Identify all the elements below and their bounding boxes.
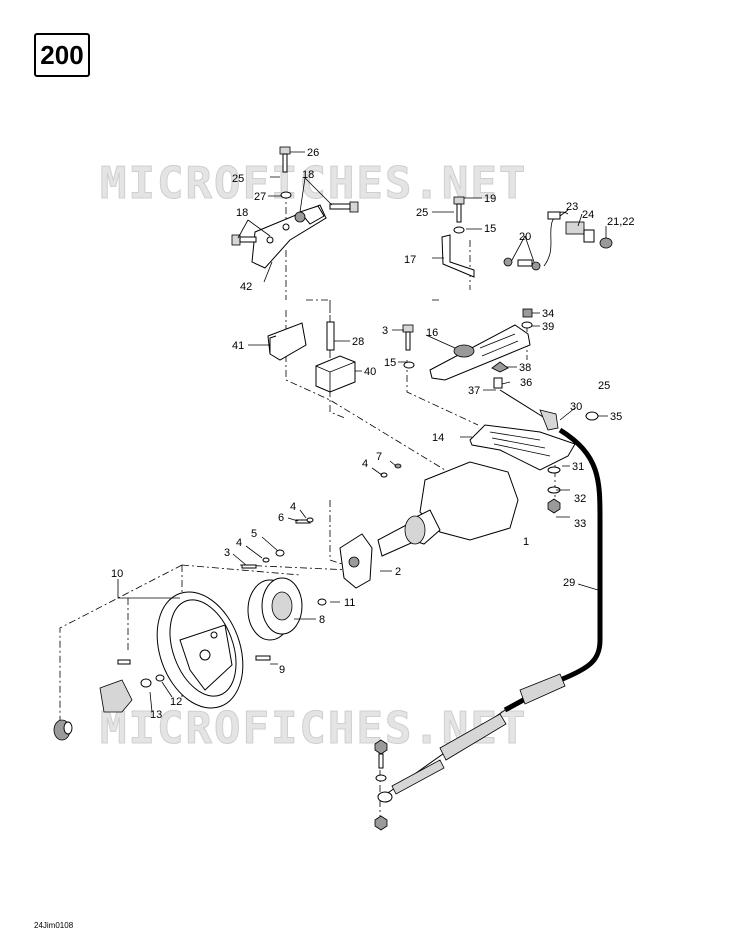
callout-36: 36 xyxy=(520,377,532,389)
steering-wheel xyxy=(156,591,244,709)
washer-15-top xyxy=(453,226,465,234)
callout-28: 28 xyxy=(352,336,364,348)
callout-31: 31 xyxy=(572,461,584,473)
lever-16 xyxy=(429,324,531,381)
bracket-42 xyxy=(251,204,327,269)
ball-joint-37-36 xyxy=(493,377,559,431)
page-number: 200 xyxy=(40,39,84,70)
callout-20: 20 xyxy=(519,231,531,243)
callout-25a: 25 xyxy=(232,173,244,185)
callout-34: 34 xyxy=(542,308,554,320)
callout-15a: 15 xyxy=(484,223,496,235)
nut-18 xyxy=(294,211,306,223)
washer-27 xyxy=(280,191,292,199)
callout-6: 6 xyxy=(278,512,284,524)
bolt-26 xyxy=(279,146,291,173)
switch-wire-23-24 xyxy=(543,211,613,267)
callout-4c: 4 xyxy=(236,537,242,549)
nut-34-washer-39 xyxy=(521,308,533,329)
callout-5: 5 xyxy=(251,528,257,540)
page-number-box: 200 xyxy=(34,33,90,77)
callout-24: 24 xyxy=(582,209,594,221)
callout-41: 41 xyxy=(232,340,244,352)
callout-18b: 18 xyxy=(236,207,248,219)
callout-21-22: 21,22 xyxy=(607,216,635,228)
bolt-18-right xyxy=(329,201,359,213)
leader-lines xyxy=(117,151,608,713)
plate-14 xyxy=(469,424,576,471)
callout-23: 23 xyxy=(566,201,578,213)
callout-18a: 18 xyxy=(302,169,314,181)
steering-column-1 xyxy=(377,461,519,557)
callout-7: 7 xyxy=(376,451,382,463)
nut-12 xyxy=(140,674,165,688)
bolt-29-end xyxy=(374,739,388,831)
screws-3-4-5-6-7 xyxy=(241,463,402,569)
callout-labels: 26 25 27 18 18 42 19 25 15 17 23 24 21,2… xyxy=(111,147,635,721)
callout-4a: 4 xyxy=(362,458,368,470)
nut-38 xyxy=(491,361,509,373)
callout-3b: 3 xyxy=(224,547,230,559)
callout-9: 9 xyxy=(279,664,285,676)
callout-11: 11 xyxy=(344,597,355,609)
pin-28 xyxy=(326,321,335,351)
bolt-18-left xyxy=(231,234,257,246)
callout-27: 27 xyxy=(254,191,266,203)
washer-35 xyxy=(585,411,599,421)
cable-29 xyxy=(377,427,603,803)
diagram-code: 24Jim0108 xyxy=(34,921,74,930)
block-40 xyxy=(315,355,356,393)
callout-33: 33 xyxy=(574,518,586,530)
washer-31-32-nut-33 xyxy=(547,466,561,514)
callout-14: 14 xyxy=(432,432,444,444)
nuts-20 xyxy=(503,257,541,271)
callout-38: 38 xyxy=(519,362,531,374)
callout-15b: 15 xyxy=(384,357,396,369)
callout-17: 17 xyxy=(404,254,416,266)
callout-1: 1 xyxy=(523,536,529,548)
callout-16: 16 xyxy=(426,327,438,339)
flange-2 xyxy=(339,533,373,589)
callout-39: 39 xyxy=(542,321,554,333)
callout-26: 26 xyxy=(307,147,319,159)
callout-25b: 25 xyxy=(416,207,428,219)
bolt-9 xyxy=(255,655,271,661)
cap-10 xyxy=(53,719,73,741)
callout-10: 10 xyxy=(111,568,123,580)
callout-32: 32 xyxy=(574,493,586,505)
bracket-17 xyxy=(441,234,475,278)
callout-2: 2 xyxy=(395,566,401,578)
callout-12: 12 xyxy=(170,696,182,708)
key-11 xyxy=(317,598,327,606)
callout-19: 19 xyxy=(484,193,496,205)
bolt-19 xyxy=(453,196,465,223)
hub-8 xyxy=(247,577,303,641)
callout-37: 37 xyxy=(468,385,480,397)
screw-10 xyxy=(117,659,131,665)
callout-35: 35 xyxy=(610,411,622,423)
cover-13 xyxy=(99,679,133,713)
callout-13: 13 xyxy=(150,709,162,721)
callout-40: 40 xyxy=(364,366,376,378)
bracket-41 xyxy=(267,322,307,361)
callout-8: 8 xyxy=(319,614,325,626)
callout-4b: 4 xyxy=(290,501,296,513)
washer-15-mid xyxy=(403,361,415,369)
callout-42: 42 xyxy=(240,281,252,293)
bolt-3-top xyxy=(402,324,414,351)
callout-25c: 25 xyxy=(598,380,610,392)
callout-3a: 3 xyxy=(382,325,388,337)
callout-30: 30 xyxy=(570,401,582,413)
callout-29: 29 xyxy=(563,577,575,589)
